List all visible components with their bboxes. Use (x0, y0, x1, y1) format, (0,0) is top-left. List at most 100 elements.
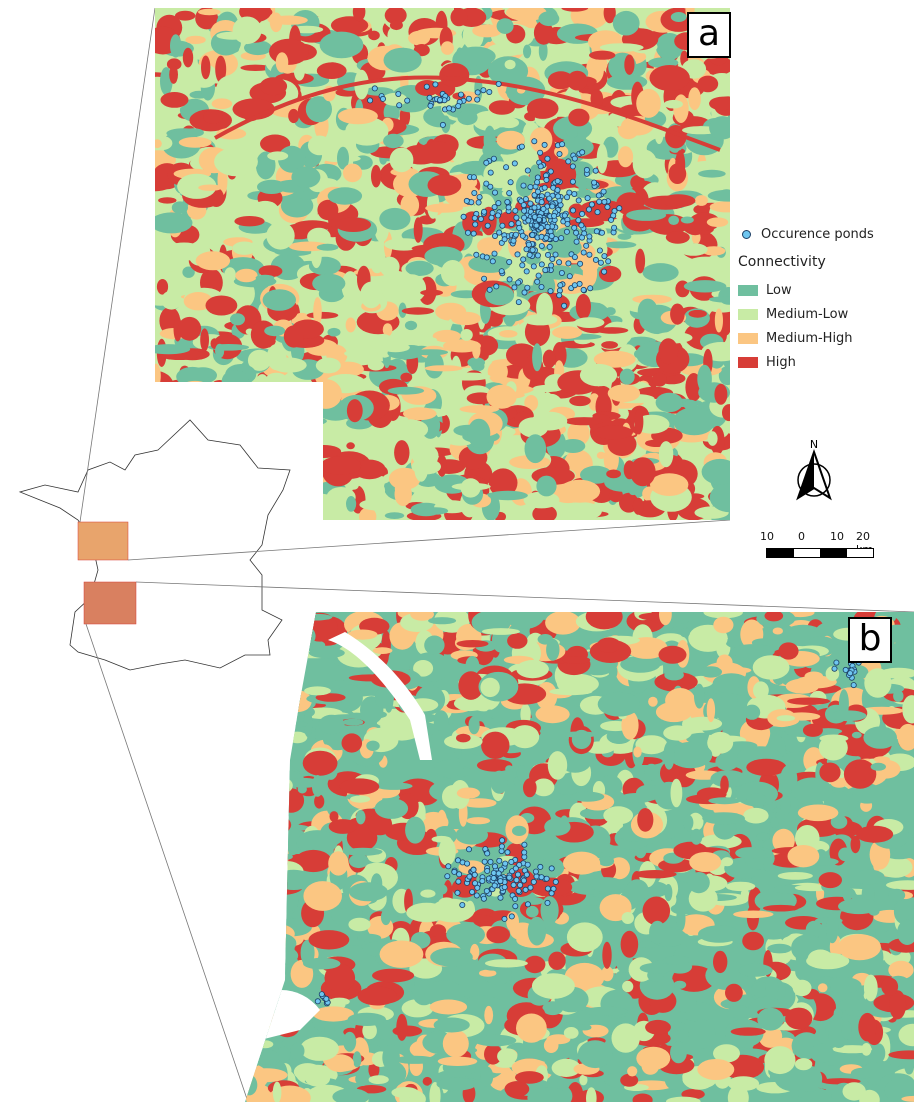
connectivity-patch (299, 404, 318, 418)
connectivity-patch (526, 98, 559, 119)
connectivity-patch (697, 364, 712, 393)
connectivity-patch (626, 209, 667, 221)
pond-point (571, 190, 578, 197)
connectivity-patch (255, 680, 269, 708)
pond-point (579, 210, 586, 217)
pond-point (464, 229, 471, 236)
connectivity-patch (516, 1013, 547, 1043)
connectivity-patch (687, 872, 710, 894)
connectivity-patch (308, 471, 323, 493)
connectivity-patch (155, 391, 192, 413)
connectivity-patch (676, 905, 686, 932)
connectivity-patch (713, 950, 728, 974)
connectivity-patch (380, 909, 391, 926)
connectivity-patch (496, 130, 525, 150)
connectivity-patch (707, 189, 730, 202)
connectivity-patch (262, 868, 285, 896)
connectivity-patch (266, 221, 295, 250)
connectivity-patch (649, 65, 690, 91)
connectivity-patch (307, 227, 331, 247)
connectivity-patch (389, 20, 403, 31)
connectivity-patch (507, 633, 528, 649)
pond-point (474, 96, 481, 103)
connectivity-patch (586, 295, 630, 304)
connectivity-patch (854, 869, 885, 885)
connectivity-patch (818, 872, 842, 889)
connectivity-patch (280, 653, 292, 663)
pond-point (513, 877, 520, 884)
connectivity-patch (234, 216, 265, 227)
pond-point (504, 849, 511, 856)
connectivity-patch (488, 717, 506, 727)
connectivity-patch (649, 920, 666, 945)
connectivity-patch (215, 55, 227, 83)
connectivity-patch (372, 968, 415, 983)
connectivity-patch (305, 487, 314, 507)
connectivity-patch (743, 704, 761, 720)
connectivity-patch (746, 758, 787, 776)
connectivity-patch (497, 1048, 518, 1065)
connectivity-patch (620, 930, 639, 958)
pond-point (601, 253, 608, 260)
pond-point (432, 81, 439, 88)
connectivity-patch (245, 891, 257, 907)
pond-point (515, 279, 522, 286)
connectivity-patch (404, 320, 418, 331)
connectivity-patch (343, 1031, 357, 1052)
scale-bar: 10 0 10 20 km (760, 530, 880, 570)
connectivity-patch (455, 825, 489, 845)
connectivity-patch (838, 847, 853, 862)
connectivity-patch (753, 681, 769, 700)
pond-point (538, 242, 545, 249)
connectivity-patch (155, 344, 191, 355)
pond-point (555, 193, 562, 200)
pond-point (552, 236, 559, 243)
legend-swatch-low (738, 284, 758, 296)
connectivity-patch (266, 754, 287, 774)
pond-point (566, 273, 573, 280)
connectivity-patch (673, 980, 687, 989)
connectivity-patch (683, 280, 727, 293)
connectivity-patch (201, 55, 211, 80)
connectivity-patch (597, 637, 621, 653)
pond-point (569, 163, 576, 170)
pond-point (545, 251, 552, 258)
connectivity-patch (559, 479, 601, 503)
connectivity-patch (383, 133, 404, 149)
connectivity-patch (366, 740, 380, 751)
connectivity-patch (177, 173, 217, 199)
connectivity-patch (276, 1046, 291, 1062)
connectivity-patch (245, 983, 266, 993)
connectivity-patch (211, 98, 233, 109)
connectivity-patch (466, 817, 491, 825)
connectivity-patch (713, 616, 734, 634)
connectivity-patch (372, 647, 393, 654)
pond-point (538, 261, 545, 268)
pond-point (510, 237, 517, 244)
pond-point (475, 199, 482, 206)
map-panel-b (245, 612, 914, 1102)
pond-point (483, 180, 490, 187)
connectivity-patch (468, 716, 480, 735)
connectivity-patch (863, 974, 878, 1002)
legend-class-medium-low: Medium-Low (738, 302, 914, 326)
pond-point (496, 229, 503, 236)
connectivity-patch (359, 507, 377, 520)
connectivity-patch (443, 339, 481, 353)
connectivity-patch (396, 1013, 408, 1041)
connectivity-patch (565, 123, 581, 138)
connectivity-patch (406, 902, 448, 923)
pond-point (543, 875, 550, 882)
connectivity-patch (245, 669, 275, 695)
connectivity-patch (881, 977, 899, 996)
connectivity-patch (265, 416, 309, 427)
connectivity-patch (260, 657, 272, 687)
connectivity-patch (675, 991, 697, 1013)
connectivity-patch (191, 479, 221, 501)
connectivity-patch (259, 77, 288, 96)
connectivity-patch (714, 383, 728, 405)
pond-point (490, 870, 497, 877)
pond-point (552, 878, 559, 885)
connectivity-patch (617, 146, 634, 168)
pond-point (505, 204, 512, 211)
